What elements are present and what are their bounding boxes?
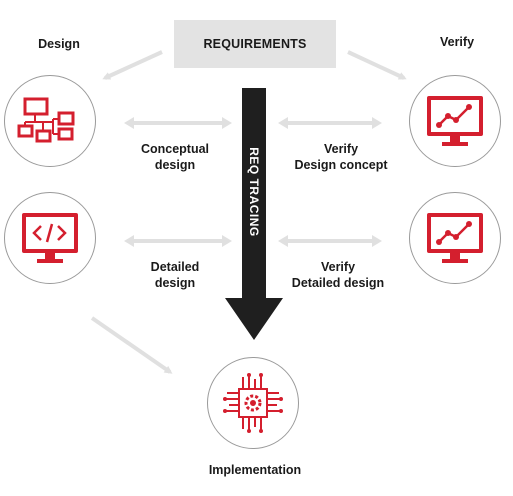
double-arrow-verify-concept (278, 117, 382, 129)
conceptual-line-1: Conceptual (140, 142, 210, 156)
detailed-design-label: Detailed design (125, 259, 225, 291)
verify-concept-line-2: Design concept (294, 158, 388, 172)
req-tracing-label: REQ TRACING (247, 147, 261, 237)
req-tracing-label-wrap: REQ TRACING (242, 92, 266, 292)
monitor-code-icon (22, 213, 78, 263)
double-arrow-verify-detailed (278, 235, 382, 247)
requirements-box: REQUIREMENTS (174, 20, 336, 68)
implementation-circle (207, 357, 299, 449)
conceptual-design-label: Conceptual design (125, 141, 225, 173)
arrow-to-verify (347, 50, 407, 80)
arrow-to-design (102, 50, 163, 80)
design-circle (4, 75, 96, 167)
verify-detailed-line-1: Verify (320, 260, 356, 274)
requirements-label: REQUIREMENTS (203, 37, 307, 51)
detailed-line-1: Detailed (150, 260, 200, 274)
arrow-to-implementation (90, 316, 173, 374)
verify-detailed-circle (409, 192, 501, 284)
design-heading: Design (38, 37, 80, 51)
detailed-design-circle (4, 192, 96, 284)
conceptual-line-2: design (154, 158, 196, 172)
verify-design-concept-label: Verify Design concept (282, 141, 400, 173)
design-diagram-icon (17, 97, 75, 143)
double-arrow-conceptual (124, 117, 232, 129)
double-arrow-detailed (124, 235, 232, 247)
verify-detailed-line-2: Detailed design (291, 276, 385, 290)
verify-concept-line-1: Verify (323, 142, 359, 156)
detailed-line-2: design (154, 276, 196, 290)
monitor-chart-icon (427, 213, 483, 263)
chip-gear-icon (223, 373, 283, 433)
verify-detailed-design-label: Verify Detailed design (276, 259, 400, 291)
monitor-chart-icon (427, 96, 483, 146)
verify-heading: Verify (439, 35, 475, 49)
implementation-label: Implementation (208, 463, 302, 477)
verify-concept-circle (409, 75, 501, 167)
req-tracing-arrow (225, 88, 283, 340)
